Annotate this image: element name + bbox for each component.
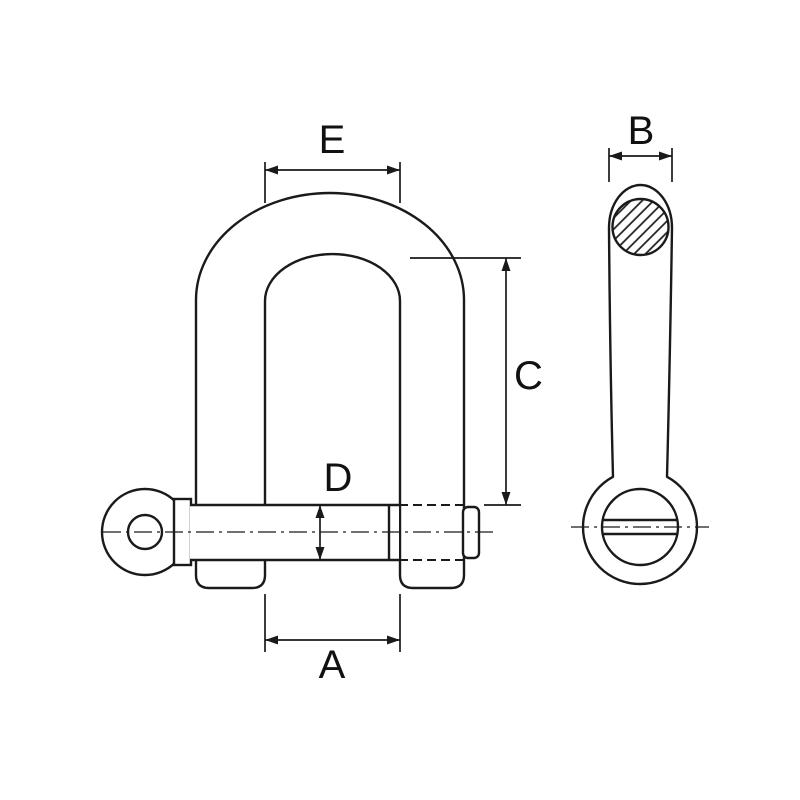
dimension-E-label: E bbox=[319, 118, 346, 162]
dimension-B: B bbox=[608, 109, 673, 182]
dimension-C: C bbox=[410, 257, 543, 506]
dimension-D: D bbox=[315, 456, 353, 560]
dimension-C-arrow-top bbox=[501, 258, 511, 271]
dimension-E-arrow-left bbox=[265, 165, 278, 175]
dimension-D-arrow-bottom bbox=[315, 547, 325, 560]
dimension-B-label: B bbox=[628, 109, 655, 153]
side-shank-dome bbox=[607, 183, 674, 229]
dimension-A-arrow-left bbox=[265, 635, 278, 645]
side-shank-mask bbox=[609, 185, 672, 480]
dimension-A-arrow-right bbox=[387, 635, 400, 645]
bow-cross-section-hatched bbox=[611, 197, 670, 257]
dimension-C-label: C bbox=[514, 354, 543, 398]
dimension-D-label: D bbox=[324, 456, 353, 500]
side-view: B bbox=[571, 109, 709, 586]
dimension-B-arrow-right bbox=[659, 151, 672, 161]
front-view: E C D A bbox=[100, 118, 543, 687]
dimension-A-label: A bbox=[319, 643, 346, 687]
dimension-C-arrow-bottom bbox=[501, 492, 511, 505]
side-shank-left-edge bbox=[607, 227, 615, 478]
dimension-E-arrow-right bbox=[387, 165, 400, 175]
dimension-B-arrow-left bbox=[609, 151, 622, 161]
shackle-body-outline bbox=[194, 191, 466, 590]
dimension-E: E bbox=[264, 118, 401, 203]
dimension-D-arrow-top bbox=[315, 505, 325, 518]
dimension-A: A bbox=[264, 594, 401, 687]
side-shank-right-edge bbox=[665, 227, 674, 478]
